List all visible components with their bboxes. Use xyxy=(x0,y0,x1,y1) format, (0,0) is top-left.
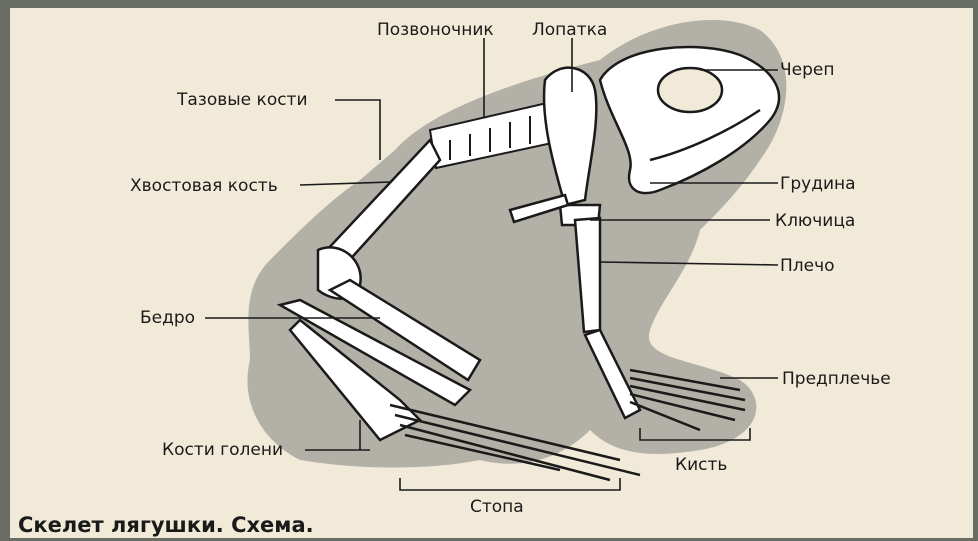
label-hand: Кисть xyxy=(675,455,727,475)
label-sternum: Грудина xyxy=(780,174,856,194)
label-pelvic-bones: Тазовые кости xyxy=(177,90,308,110)
label-foot: Стопа xyxy=(470,497,524,517)
label-scapula: Лопатка xyxy=(532,20,607,40)
leader-pelvic xyxy=(335,100,380,160)
label-clavicle: Ключица xyxy=(775,211,855,231)
figure-caption: Скелет лягушки. Схема. xyxy=(18,512,314,538)
label-skull: Череп xyxy=(780,60,834,80)
label-humerus: Плечо xyxy=(780,256,835,276)
label-femur: Бедро xyxy=(140,308,195,328)
label-tail-bone: Хвостовая кость xyxy=(130,176,278,196)
label-shin-bones: Кости голени xyxy=(162,440,283,460)
label-forearm: Предплечье xyxy=(782,369,891,389)
bracket-foot xyxy=(400,478,620,490)
label-spine: Позвоночник xyxy=(377,20,494,40)
